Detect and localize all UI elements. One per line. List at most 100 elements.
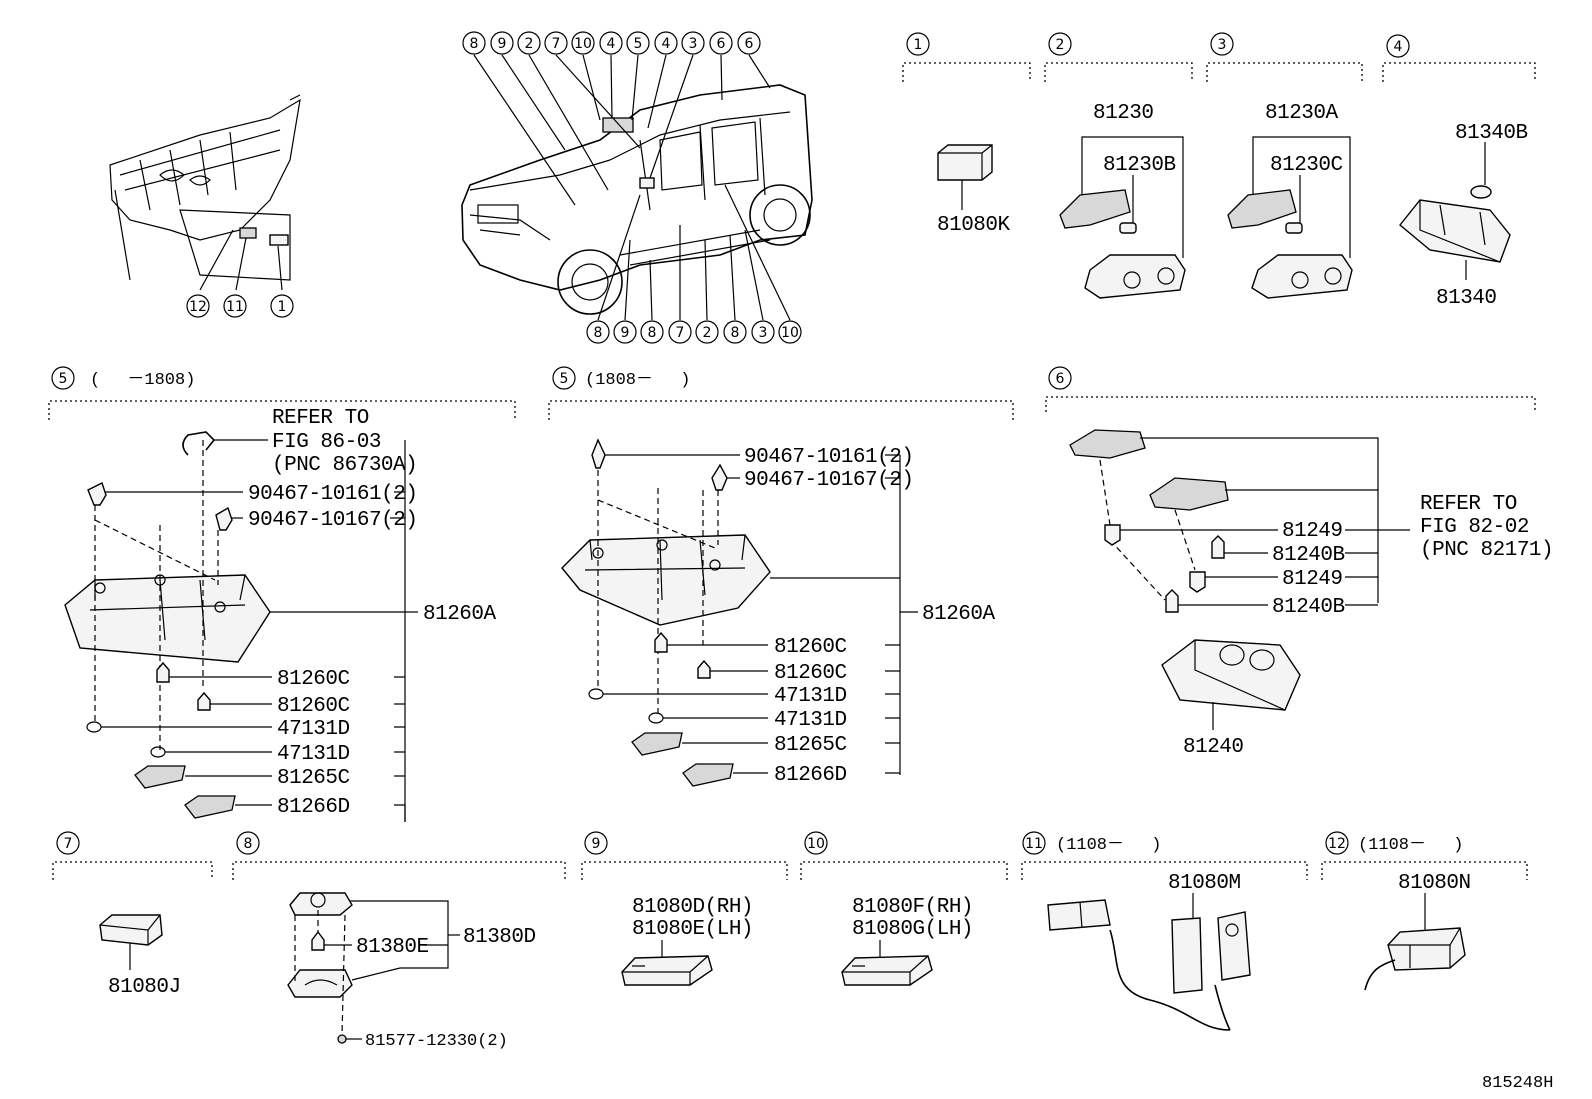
- callout-bot-2: 2: [695, 320, 719, 344]
- section-5b: 5 (1808－ ) 81260A 90467-10161(2) 90467-1…: [548, 366, 1014, 787]
- section-5a-callout: 5: [51, 366, 75, 390]
- svg-text:2: 2: [703, 325, 712, 341]
- section-5b-range: (1808－ ): [585, 371, 690, 390]
- section-1-callout: 1: [906, 32, 930, 56]
- svg-text:6: 6: [745, 36, 754, 52]
- part-81080N: 81080N: [1398, 872, 1471, 895]
- part-47131D-a: 47131D: [277, 718, 350, 741]
- section-1: 1 81080K: [902, 32, 1031, 237]
- section-12: 12 (1108－ ) 81080N: [1321, 831, 1528, 991]
- part-81380D: 81380D: [463, 926, 536, 949]
- part-81249-a: 81249: [1282, 520, 1343, 543]
- svg-text:10: 10: [781, 325, 799, 341]
- callout-bot-7: 7: [668, 320, 692, 344]
- refer6-line-3: (PNC 82171): [1420, 539, 1553, 562]
- callout-top-6a: 6: [709, 31, 733, 55]
- svg-text:12: 12: [1328, 836, 1346, 852]
- svg-text:7: 7: [676, 325, 685, 341]
- callout-12: 12: [186, 294, 210, 318]
- svg-text:12: 12: [189, 299, 207, 315]
- part-81080K: 81080K: [937, 214, 1011, 237]
- section-3-callout: 3: [1210, 32, 1234, 56]
- callout-bot-10: 10: [778, 320, 802, 344]
- section-2-callout: 2: [1048, 32, 1072, 56]
- svg-text:8: 8: [244, 836, 253, 852]
- section-6: 6 81249 81240B 81249 81240B REFER TO FIG…: [1045, 366, 1554, 759]
- part-81230: 81230: [1093, 102, 1154, 125]
- part-81260C-b: 81260C: [277, 695, 350, 718]
- svg-text:9: 9: [621, 325, 630, 341]
- section-8: 8 81380E 81380D 81577-12330(2): [232, 831, 566, 1051]
- part-81265C-b: 81265C: [774, 734, 847, 757]
- section-7: 7 81080J: [52, 831, 213, 999]
- part-81260A: 81260A: [423, 603, 497, 626]
- part-47131D-c: 47131D: [774, 685, 847, 708]
- part-81080G: 81080G(LH): [852, 918, 973, 941]
- svg-text:4: 4: [662, 36, 671, 52]
- part-81230C: 81230C: [1270, 154, 1343, 177]
- svg-text:8: 8: [594, 325, 603, 341]
- part-81577-12330: 81577-12330(2): [365, 1032, 508, 1051]
- section-11-range: (1108－ ): [1056, 836, 1161, 855]
- section-11: 11 (1108－ ) 81080M: [1021, 831, 1308, 1031]
- callout-top-10: 10: [571, 31, 595, 55]
- svg-text:5: 5: [560, 371, 569, 387]
- svg-text:10: 10: [807, 836, 825, 852]
- vehicle-top-callouts: 8 9 2 7 10 4 5 4 3 6 6: [462, 31, 761, 55]
- callout-top-8: 8: [462, 31, 486, 55]
- part-81080J: 81080J: [108, 976, 181, 999]
- section-12-range: (1108－ ): [1358, 836, 1463, 855]
- callout-top-9: 9: [490, 31, 514, 55]
- svg-text:3: 3: [759, 325, 768, 341]
- refer6-line-1: REFER TO: [1420, 493, 1517, 516]
- callout-bot-3: 3: [751, 320, 775, 344]
- section-12-callout: 12: [1325, 831, 1349, 855]
- svg-text:9: 9: [592, 836, 601, 852]
- part-47131D-d: 47131D: [774, 709, 847, 732]
- callout-top-3: 3: [681, 31, 705, 55]
- part-81266D: 81266D: [277, 796, 350, 819]
- part-81260A-b: 81260A: [922, 603, 996, 626]
- part-81080D: 81080D(RH): [632, 896, 753, 919]
- callout-bot-8a: 8: [586, 320, 610, 344]
- part-81260C-a: 81260C: [277, 668, 350, 691]
- callout-bot-8c: 8: [723, 320, 747, 344]
- section-11-callout: 11: [1022, 831, 1046, 855]
- svg-text:4: 4: [607, 36, 616, 52]
- dashboard-callouts: 12 11 1: [186, 294, 294, 318]
- section-8-callout: 8: [236, 831, 260, 855]
- vehicle-leaders: [473, 54, 791, 321]
- section-9-callout: 9: [584, 831, 608, 855]
- part-81380E: 81380E: [356, 936, 429, 959]
- svg-text:10: 10: [574, 36, 592, 52]
- part-81260C-c: 81260C: [774, 636, 847, 659]
- section-6-callout: 6: [1048, 366, 1072, 390]
- part-81260C-d: 81260C: [774, 662, 847, 685]
- part-81340: 81340: [1436, 287, 1497, 310]
- callout-top-4a: 4: [599, 31, 623, 55]
- callout-bot-9: 9: [613, 320, 637, 344]
- part-81249-b: 81249: [1282, 568, 1343, 591]
- part-47131D-b: 47131D: [277, 743, 350, 766]
- section-4-callout: 4: [1386, 34, 1410, 58]
- svg-text:7: 7: [552, 36, 561, 52]
- svg-text:7: 7: [64, 836, 73, 852]
- callout-top-7: 7: [544, 31, 568, 55]
- svg-text:2: 2: [1056, 37, 1065, 53]
- part-81266D-b: 81266D: [774, 764, 847, 787]
- svg-text:4: 4: [1394, 39, 1403, 55]
- section-3: 3 81230A 81230C: [1206, 32, 1363, 299]
- part-81080F: 81080F(RH): [852, 896, 973, 919]
- svg-text:1: 1: [278, 299, 287, 315]
- part-81080E: 81080E(LH): [632, 918, 753, 941]
- section-10-callout: 10: [804, 831, 828, 855]
- vehicle-overview: [461, 84, 813, 315]
- part-81340B: 81340B: [1455, 122, 1528, 145]
- svg-text:8: 8: [470, 36, 479, 52]
- callout-top-2: 2: [517, 31, 541, 55]
- part-81230B: 81230B: [1103, 154, 1176, 177]
- callout-11: 11: [223, 294, 247, 318]
- svg-text:5: 5: [59, 371, 68, 387]
- section-10: 10 81080F(RH) 81080G(LH): [800, 831, 1008, 986]
